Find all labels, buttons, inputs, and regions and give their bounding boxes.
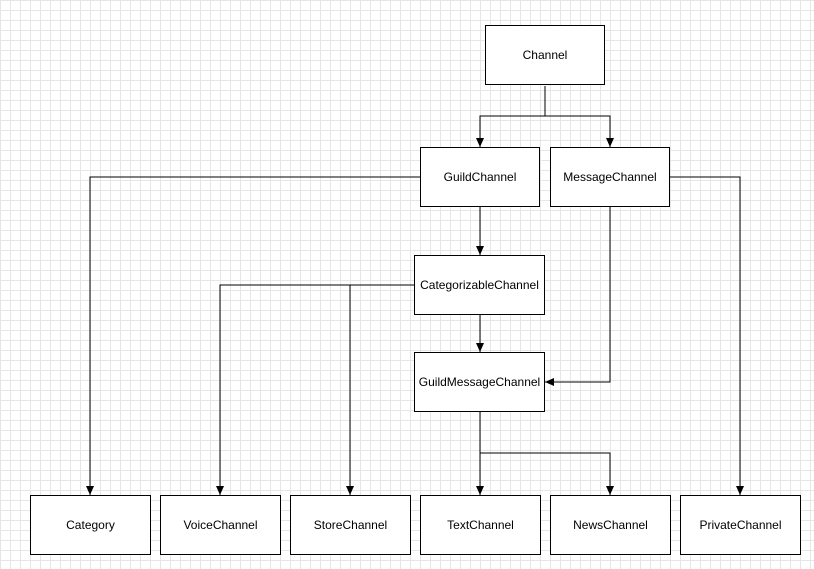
edge-channel-to-message-channel	[545, 115, 614, 147]
node-store-channel[interactable]: StoreChannel	[290, 495, 411, 555]
node-news-channel[interactable]: NewsChannel	[550, 495, 671, 555]
edge-channel-to-guild-channel	[476, 86, 546, 147]
node-categorizable-channel[interactable]: CategorizableChannel	[414, 255, 545, 315]
node-text-channel[interactable]: TextChannel	[420, 495, 541, 555]
edge-message-channel-to-private-channel	[670, 176, 744, 495]
node-message-channel[interactable]: MessageChannel	[550, 147, 670, 207]
edge-guild-message-channel-to-news-channel	[480, 452, 614, 495]
node-guild-message-channel[interactable]: GuildMessageChannel	[414, 352, 545, 412]
node-category[interactable]: Category	[30, 495, 151, 555]
node-private-channel[interactable]: PrivateChannel	[680, 495, 801, 555]
edge-message-channel-to-guild-message-channel	[545, 207, 611, 386]
node-voice-channel[interactable]: VoiceChannel	[160, 495, 281, 555]
node-guild-channel[interactable]: GuildChannel	[420, 147, 540, 207]
edge-categorizable-channel-to-voice-channel	[216, 284, 414, 495]
edge-guild-channel-to-category	[86, 176, 420, 495]
node-channel[interactable]: Channel	[485, 25, 605, 85]
edge-layer	[86, 86, 744, 495]
